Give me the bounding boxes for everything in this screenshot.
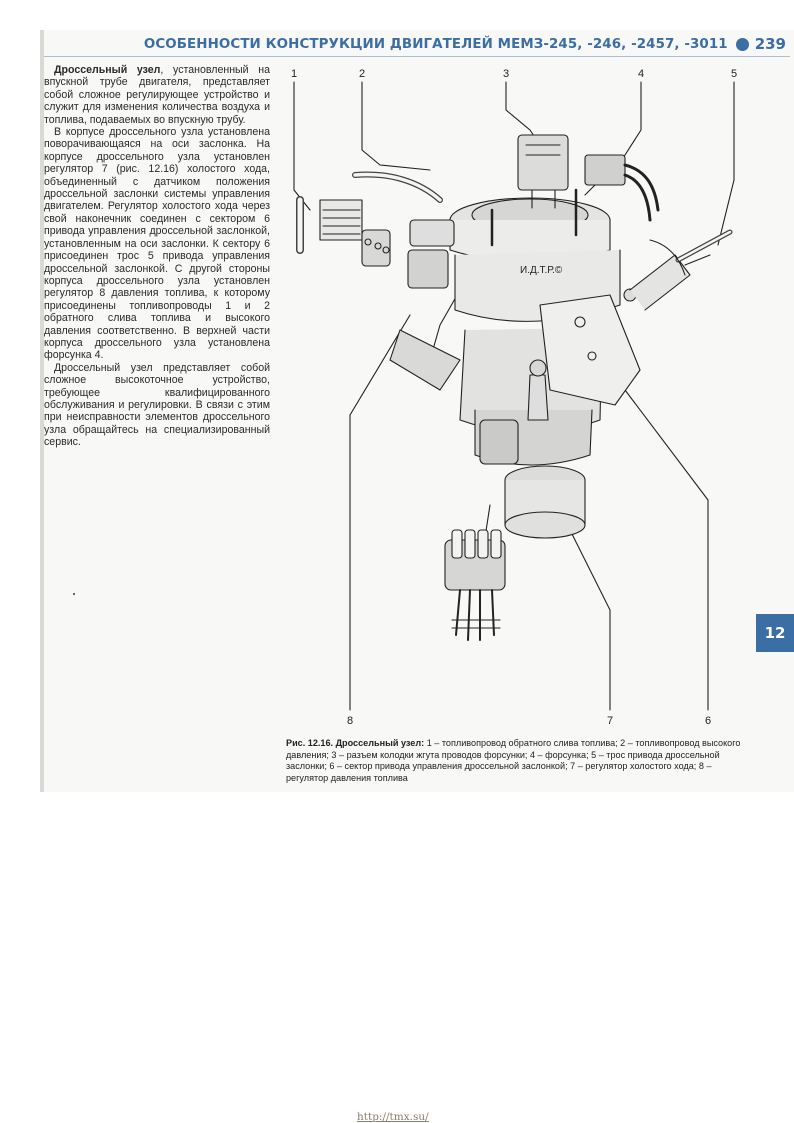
scan-speck bbox=[73, 593, 75, 595]
callout-7: 7 bbox=[606, 715, 614, 727]
callout-2: 2 bbox=[358, 68, 366, 80]
callout-5: 5 bbox=[730, 68, 738, 80]
page-edge-shadow bbox=[40, 30, 44, 792]
page-number: 239 bbox=[754, 35, 786, 53]
callout-4: 4 bbox=[637, 68, 645, 80]
callout-6: 6 bbox=[704, 715, 712, 727]
chapter-tab: 12 bbox=[756, 614, 794, 652]
watermark-text: И.Д.Т.Р.© bbox=[520, 265, 563, 276]
paragraph-3: Дроссельный узел представляет собой слож… bbox=[44, 361, 270, 449]
running-header: ОСОБЕННОСТИ КОНСТРУКЦИИ ДВИГАТЕЛЕЙ МЕМЗ-… bbox=[44, 32, 790, 57]
caption-text: 1 – топливопровод обратного слива топлив… bbox=[286, 738, 741, 783]
scanned-page bbox=[40, 30, 794, 792]
footer-link[interactable]: http://tmx.su/ bbox=[357, 1111, 429, 1123]
term-throttle-body: Дроссельный узел bbox=[54, 64, 161, 76]
throttle-body-figure: И.Д.Т.Р.© 1 2 3 4 5 6 7 8 bbox=[280, 60, 760, 740]
caption-label: Рис. 12.16. Дроссельный узел: bbox=[286, 738, 425, 748]
header-bullet-icon bbox=[735, 37, 749, 51]
header-title: ОСОБЕННОСТИ КОНСТРУКЦИИ ДВИГАТЕЛЕЙ МЕМЗ-… bbox=[143, 36, 728, 52]
paragraph-2: В корпусе дроссельного узла установлена … bbox=[44, 126, 270, 362]
callout-3: 3 bbox=[502, 68, 510, 80]
body-text: Дроссельный узел, установленный на впуск… bbox=[44, 64, 270, 449]
figure-caption: Рис. 12.16. Дроссельный узел: 1 – топлив… bbox=[286, 738, 752, 784]
throttle-body-illustration: И.Д.Т.Р.© bbox=[293, 81, 735, 711]
callout-1: 1 bbox=[290, 68, 298, 80]
paragraph-1: Дроссельный узел, установленный на впуск… bbox=[44, 64, 270, 126]
paragraph-1-text: , установленный на впускной трубе двигат… bbox=[44, 64, 271, 126]
callout-8: 8 bbox=[346, 715, 354, 727]
